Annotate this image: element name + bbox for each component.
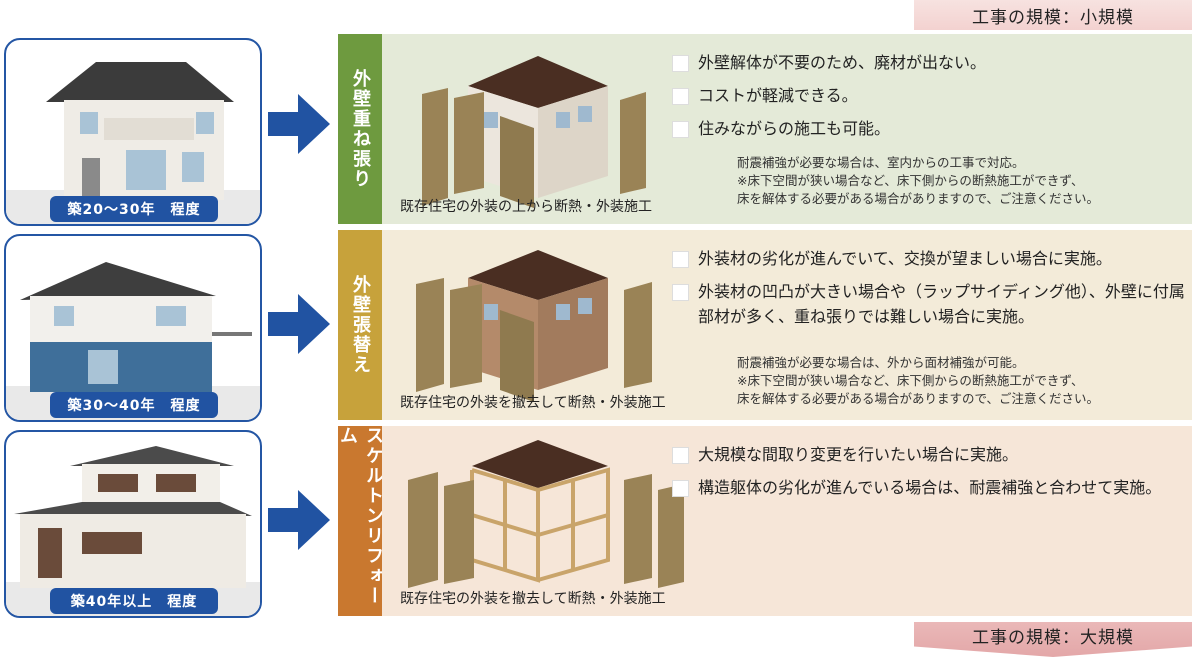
arrow-right-icon xyxy=(268,490,330,550)
note-line: ※床下空間が狭い場合など、床下側からの断熱施工ができず、 xyxy=(737,373,1084,388)
row-panel-2: 外壁張替え 既存住宅の外装を撤去して断熱・外装施工 外装材の劣化が進んでいて、交… xyxy=(338,230,1192,420)
list-item: 外壁解体が不要のため、廃材が出ない。 xyxy=(672,50,1192,75)
note-line: 床を解体する必要がある場合がありますので、ご注意ください。 xyxy=(737,191,1100,206)
row-body-2: 既存住宅の外装を撤去して断熱・外装施工 外装材の劣化が進んでいて、交換が望ましい… xyxy=(382,230,1192,420)
house-card-2: 築30～40年 程度 xyxy=(4,234,262,422)
house-photo-1 xyxy=(6,62,260,224)
row-body-3: 既存住宅の外装を撤去して断熱・外装施工 大規模な間取り変更を行いたい場合に実施。… xyxy=(382,426,1192,616)
row-label-1: 外壁重ね張り xyxy=(338,34,382,224)
row-panel-1: 外壁重ね張り 既存住宅の外装の上から断熱・外装施工 外壁解体が不要のため、廃材が… xyxy=(338,34,1192,224)
scale-small-banner: 工事の規模：小規模 xyxy=(914,0,1192,30)
list-item: 外装材の凹凸が大きい場合や（ラップサイディング他）、外壁に付属部材が多く、重ね張… xyxy=(672,279,1192,329)
house-card-1: 築20～30年 程度 xyxy=(4,38,262,226)
note-2: 耐震補強が必要な場合は、外から面材補強が可能。 ※床下空間が狭い場合など、床下側… xyxy=(737,354,1197,408)
illustration-skeleton xyxy=(388,430,700,616)
note-1: 耐震補強が必要な場合は、室内からの工事で対応。 ※床下空間が狭い場合など、床下側… xyxy=(737,154,1197,208)
list-item: 住みながらの施工も可能。 xyxy=(672,116,1192,141)
age-badge-2: 築30～40年 程度 xyxy=(50,392,218,418)
note-line: 耐震補強が必要な場合は、外から面材補強が可能。 xyxy=(737,355,1025,370)
bullet-list-1: 外壁解体が不要のため、廃材が出ない。 コストが軽減できる。 住みながらの施工も可… xyxy=(672,50,1192,149)
arrow-right-icon xyxy=(268,94,330,154)
note-line: ※床下空間が狭い場合など、床下側からの断熱施工ができず、 xyxy=(737,173,1084,188)
bullet-list-2: 外装材の劣化が進んでいて、交換が望ましい場合に実施。 外装材の凹凸が大きい場合や… xyxy=(672,246,1192,337)
illustration-caption-3: 既存住宅の外装を撤去して断熱・外装施工 xyxy=(400,591,666,607)
house-card-3: 築40年以上 程度 xyxy=(4,430,262,618)
illustration-replace xyxy=(388,234,700,420)
note-line: 床を解体する必要がある場合がありますので、ご注意ください。 xyxy=(737,391,1100,406)
list-item: 大規模な間取り変更を行いたい場合に実施。 xyxy=(672,442,1192,467)
list-item: 外装材の劣化が進んでいて、交換が望ましい場合に実施。 xyxy=(672,246,1192,271)
row-label-3: スケルトンリフォーム xyxy=(337,426,384,616)
age-badge-3: 築40年以上 程度 xyxy=(50,588,218,614)
note-line: 耐震補強が必要な場合は、室内からの工事で対応。 xyxy=(737,155,1025,170)
illustration-overlay xyxy=(388,38,700,224)
illustration-caption-1: 既存住宅の外装の上から断熱・外装施工 xyxy=(400,199,652,215)
list-item: コストが軽減できる。 xyxy=(672,83,1192,108)
bullet-list-3: 大規模な間取り変更を行いたい場合に実施。 構造躯体の劣化が進んでいる場合は、耐震… xyxy=(672,442,1192,508)
row-body-1: 既存住宅の外装の上から断熱・外装施工 外壁解体が不要のため、廃材が出ない。 コス… xyxy=(382,34,1192,224)
arrow-right-icon xyxy=(268,294,330,354)
illustration-caption-2: 既存住宅の外装を撤去して断熱・外装施工 xyxy=(400,395,666,411)
row-panel-3: スケルトンリフォーム 既存住宅の外装を撤去して断熱・外装施工 xyxy=(337,426,1192,616)
age-badge-1: 築20～30年 程度 xyxy=(50,196,218,222)
row-label-2: 外壁張替え xyxy=(338,230,382,420)
scale-large-banner: 工事の規模：大規模 xyxy=(914,622,1192,657)
list-item: 構造躯体の劣化が進んでいる場合は、耐震補強と合わせて実施。 xyxy=(672,475,1192,500)
